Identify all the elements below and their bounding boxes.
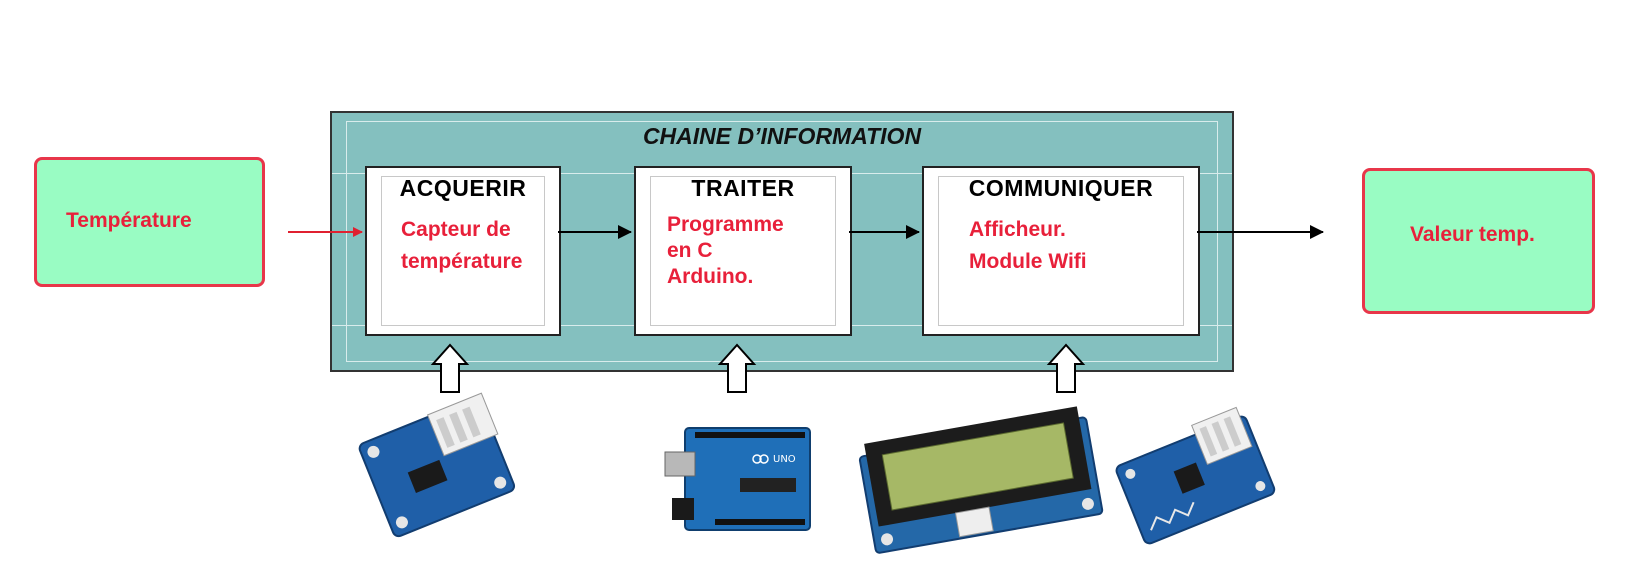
block-traiter: TRAITER Programme en C Arduino. [634, 166, 852, 336]
output-box-value: Valeur temp. [1362, 168, 1595, 314]
block-description: Programme en C Arduino. [667, 212, 784, 290]
block-inner-frame [381, 176, 545, 326]
svg-text:UNO: UNO [773, 454, 796, 465]
up-arrow-communiquer [1046, 343, 1086, 393]
block-inner-frame [650, 176, 836, 326]
input-box-temperature: Température [34, 157, 265, 287]
arduino-uno-board-icon: UNO [664, 427, 811, 531]
block-acquerir: ACQUERIR Capteur de température [365, 166, 561, 336]
up-arrow-acquerir [430, 343, 470, 393]
up-arrow-traiter [717, 343, 757, 393]
input-label: Température [66, 209, 192, 232]
block-description: Afficheur. Module Wifi [969, 216, 1087, 275]
chain-title: CHAINE D’INFORMATION [642, 123, 922, 149]
block-title: TRAITER [691, 175, 795, 201]
block-line: Afficheur. [969, 218, 1066, 241]
block-communiquer: COMMUNIQUER Afficheur. Module Wifi [922, 166, 1200, 336]
block-line: Capteur de [401, 218, 511, 241]
wifi-module-board-icon [1115, 406, 1276, 545]
block-title: COMMUNIQUER [968, 175, 1154, 201]
lcd-display-module-icon [858, 406, 1104, 554]
block-line: en C [667, 239, 713, 262]
block-line: Programme [667, 213, 784, 236]
block-description: Capteur de température [401, 216, 522, 275]
information-chain: CHAINE D’INFORMATION ACQUERIR Capteur de… [330, 111, 1234, 372]
block-line: température [401, 250, 523, 273]
chain-inner-frame [346, 121, 1218, 362]
block-line: Arduino. [667, 265, 754, 288]
block-title: ACQUERIR [399, 175, 527, 201]
block-line: Module Wifi [969, 250, 1087, 273]
temperature-sensor-board-icon [358, 392, 516, 538]
block-inner-frame [938, 176, 1184, 326]
output-label: Valeur temp. [1410, 223, 1535, 246]
